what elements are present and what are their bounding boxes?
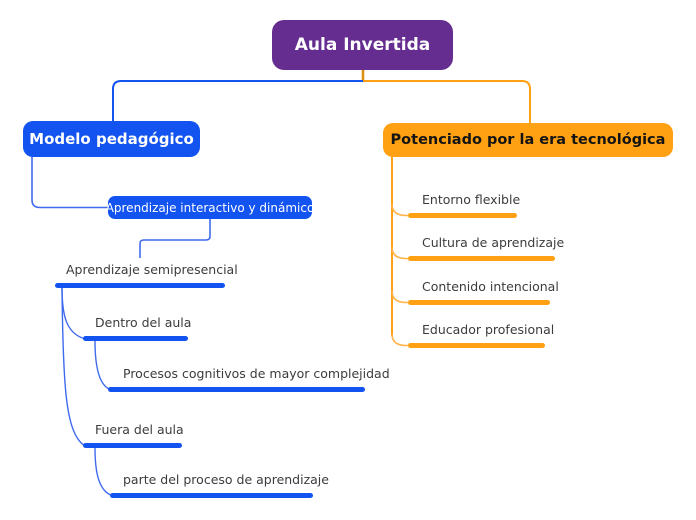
- connector-root-to-left: [112, 80, 363, 121]
- underline-bar: [408, 213, 517, 218]
- underline-bar: [110, 493, 313, 498]
- node-cultura-de-aprendizaje[interactable]: Cultura de aprendizaje: [408, 235, 564, 261]
- underline-bar: [83, 336, 188, 341]
- node-aprendizaje-interactivo[interactable]: Aprendizaje interactivo y dinámico: [105, 196, 315, 219]
- node-fuera-del-aula[interactable]: Fuera del aula: [83, 422, 184, 448]
- node-procesos-cognitivos-label: Procesos cognitivos de mayor complejidad: [123, 366, 390, 381]
- node-contenido-intencional[interactable]: Contenido intencional: [408, 279, 559, 305]
- underline-bar: [55, 283, 225, 288]
- node-entorno-flexible[interactable]: Entorno flexible: [408, 192, 520, 218]
- underline-bar: [83, 443, 182, 448]
- connector-left-to-subbox: [31, 157, 108, 209]
- node-contenido-intencional-label: Contenido intencional: [422, 279, 559, 294]
- node-dentro-del-aula[interactable]: Dentro del aula: [83, 315, 191, 341]
- connector-subbox-to-semipresencial: [139, 219, 211, 258]
- underline-bar: [108, 387, 365, 392]
- node-modelo-pedagogico-label: Modelo pedagógico: [29, 130, 194, 148]
- connector-root-to-right: [363, 80, 531, 123]
- node-parte-del-proceso-label: parte del proceso de aprendizaje: [123, 472, 329, 487]
- node-parte-del-proceso[interactable]: parte del proceso de aprendizaje: [110, 472, 329, 498]
- node-dentro-del-aula-label: Dentro del aula: [95, 315, 192, 330]
- node-fuera-del-aula-label: Fuera del aula: [95, 422, 184, 437]
- node-educador-profesional[interactable]: Educador profesional: [408, 322, 554, 348]
- node-cultura-de-aprendizaje-label: Cultura de aprendizaje: [422, 235, 565, 250]
- node-procesos-cognitivos[interactable]: Procesos cognitivos de mayor complejidad: [108, 366, 390, 392]
- node-aprendizaje-semipresencial[interactable]: Aprendizaje semipresencial: [55, 262, 238, 288]
- node-aprendizaje-interactivo-label: Aprendizaje interactivo y dinámico: [105, 200, 315, 215]
- node-educador-profesional-label: Educador profesional: [422, 322, 555, 337]
- underline-bar: [408, 300, 550, 305]
- underline-bar: [408, 256, 555, 261]
- connector-semipresencial-to-fuera: [61, 286, 85, 447]
- node-modelo-pedagogico[interactable]: Modelo pedagógico: [23, 121, 200, 157]
- node-root[interactable]: Aula Invertida: [272, 20, 453, 70]
- connector-semipresencial-to-dentro: [61, 286, 85, 340]
- underline-bar: [408, 343, 545, 348]
- node-root-label: Aula Invertida: [294, 35, 431, 55]
- node-entorno-flexible-label: Entorno flexible: [422, 192, 521, 207]
- node-aprendizaje-semipresencial-label: Aprendizaje semipresencial: [66, 262, 238, 277]
- node-potenciado-era-tecnologica[interactable]: Potenciado por la era tecnológica: [383, 123, 673, 157]
- node-potenciado-era-tecnologica-label: Potenciado por la era tecnológica: [390, 132, 666, 148]
